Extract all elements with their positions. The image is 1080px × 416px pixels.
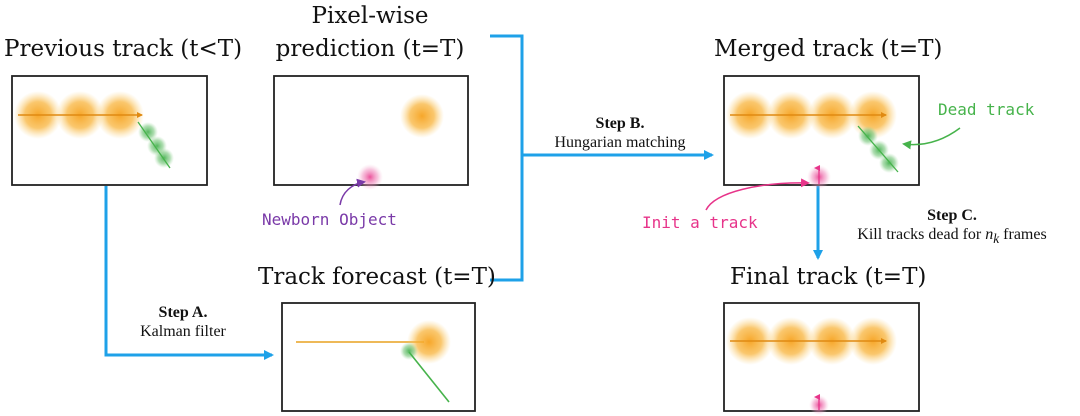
arrow-forecast-join: [490, 152, 524, 282]
step-c-sub: k: [993, 231, 1000, 247]
forecast-title: Track forecast (t=T): [258, 264, 496, 290]
merged-title: Merged track (t=T): [714, 36, 943, 62]
dead-trajectory: [137, 121, 171, 169]
pixelwise-title-line1: Pixel-wise: [311, 3, 429, 29]
init-track-label: Init a track: [642, 213, 758, 232]
step-c-var: n: [985, 226, 994, 244]
newborn-pointer: [339, 178, 366, 206]
step-c-head: Step C.: [927, 207, 977, 224]
previous-track-title: Previous track (t<T): [4, 36, 243, 62]
pixelwise-blobs: [339, 94, 444, 206]
step-c-label: Step C. Kill tracks dead for nk frames: [824, 206, 1080, 247]
newborn-object-label: Newborn Object: [262, 210, 397, 229]
step-a-head: Step A.: [158, 304, 208, 321]
step-b-body: Hungarian matching: [554, 134, 686, 152]
forecast-dead-blob: [400, 342, 418, 360]
flow-arrows: [104, 34, 823, 360]
step-a-body: Kalman filter: [140, 323, 226, 341]
step-c-prefix: Kill tracks dead for: [857, 226, 986, 244]
merged-blobs: [705, 91, 961, 211]
pixelwise-title-line2: prediction (t=T): [275, 36, 465, 62]
detection-blob: [400, 94, 444, 138]
step-c-body: Kill tracks dead for nk frames: [857, 226, 1047, 247]
init-track-pointer: [705, 178, 810, 211]
forecast-dead-trajectory: [408, 351, 450, 403]
newborn-blob: [357, 164, 383, 190]
dead-blob: [154, 148, 174, 168]
final-blobs: [726, 317, 897, 415]
frame-forecast: [281, 302, 476, 412]
forecast-blobs: [296, 320, 451, 403]
step-b-label: Step B. Hungarian matching: [530, 114, 710, 152]
arrow-step-a: [104, 186, 274, 360]
dead-track-pointer: [902, 127, 961, 150]
dead-trajectory: [857, 125, 899, 173]
arrow-pixelwise-join: [490, 34, 524, 152]
previous-track-blobs: [14, 91, 174, 169]
step-c-suffix: frames: [999, 226, 1047, 244]
step-b-head: Step B.: [595, 115, 645, 132]
forecast-blob: [407, 320, 451, 364]
dead-track-label: Dead track: [938, 100, 1035, 119]
final-title: Final track (t=T): [730, 264, 927, 290]
step-a-label: Step A. Kalman filter: [108, 303, 258, 341]
